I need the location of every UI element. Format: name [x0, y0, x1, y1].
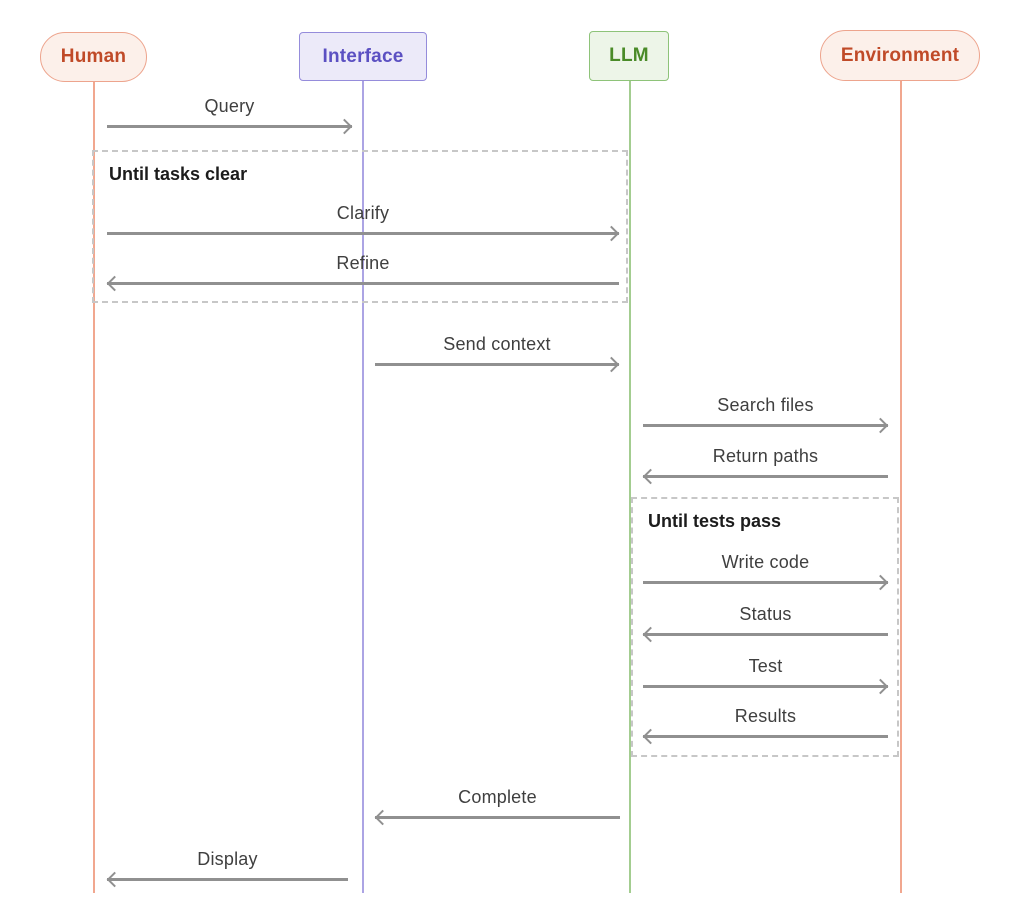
loop-until-tasks-clear: Until tasks clear	[92, 150, 628, 303]
message-test-label: Test	[748, 656, 783, 676]
arrowhead-icon	[336, 118, 353, 135]
message-status-label: Status	[739, 604, 792, 624]
message-complete-label: Complete	[458, 787, 537, 807]
message-clarify: Clarify	[107, 200, 620, 242]
message-complete: Complete	[374, 784, 620, 826]
loop-until-tasks-clear-label: Until tasks clear	[109, 164, 248, 184]
arrowhead-icon	[872, 417, 889, 434]
actor-llm-label: LLM	[609, 45, 649, 66]
arrow-left-icon	[106, 275, 619, 292]
message-send-context-label: Send context	[443, 334, 551, 354]
arrow-right-icon	[643, 678, 889, 695]
message-search-files-label: Search files	[717, 395, 814, 415]
message-display: Display	[106, 846, 348, 888]
lifeline-llm	[629, 81, 631, 893]
message-test: Test	[643, 653, 889, 695]
arrow-left-icon	[642, 626, 888, 643]
actor-interface-label: Interface	[322, 45, 404, 67]
arrow-right-icon	[107, 118, 353, 135]
arrow-right-icon	[107, 225, 620, 242]
arrowhead-icon	[106, 871, 123, 888]
message-clarify-label: Clarify	[336, 203, 390, 223]
message-refine: Refine	[106, 250, 619, 292]
message-status: Status	[642, 601, 888, 643]
loop-until-tests-pass-label: Until tests pass	[648, 511, 782, 531]
actor-environment-label: Environment	[840, 44, 960, 66]
message-query-label: Query	[204, 96, 255, 116]
lifeline-interface	[362, 81, 364, 893]
arrow-left-icon	[374, 809, 620, 826]
message-send-context: Send context	[375, 331, 620, 373]
arrowhead-icon	[642, 468, 659, 485]
message-results: Results	[642, 703, 888, 745]
message-write-code-label: Write code	[721, 552, 810, 572]
message-query: Query	[107, 93, 353, 135]
message-return-paths: Return paths	[642, 443, 888, 485]
actor-environment: Environment	[820, 30, 980, 81]
actor-human: Human	[40, 32, 147, 82]
message-search-files: Search files	[643, 392, 889, 434]
arrow-left-icon	[106, 871, 348, 888]
arrowhead-icon	[603, 356, 620, 373]
actor-llm: LLM	[589, 31, 669, 81]
arrow-left-icon	[642, 468, 888, 485]
arrow-right-icon	[643, 574, 889, 591]
arrowhead-icon	[374, 809, 391, 826]
loop-until-tests-pass: Until tests pass	[631, 497, 899, 757]
actor-interface: Interface	[299, 32, 427, 81]
arrow-left-icon	[642, 728, 888, 745]
lifeline-human	[93, 81, 95, 893]
message-write-code: Write code	[643, 549, 889, 591]
message-results-label: Results	[734, 706, 797, 726]
message-display-label: Display	[197, 849, 258, 869]
arrow-right-icon	[375, 356, 620, 373]
arrow-right-icon	[643, 417, 889, 434]
message-return-paths-label: Return paths	[712, 446, 819, 466]
message-refine-label: Refine	[336, 253, 390, 273]
lifeline-environment	[900, 81, 902, 893]
actor-human-label: Human	[60, 46, 127, 67]
